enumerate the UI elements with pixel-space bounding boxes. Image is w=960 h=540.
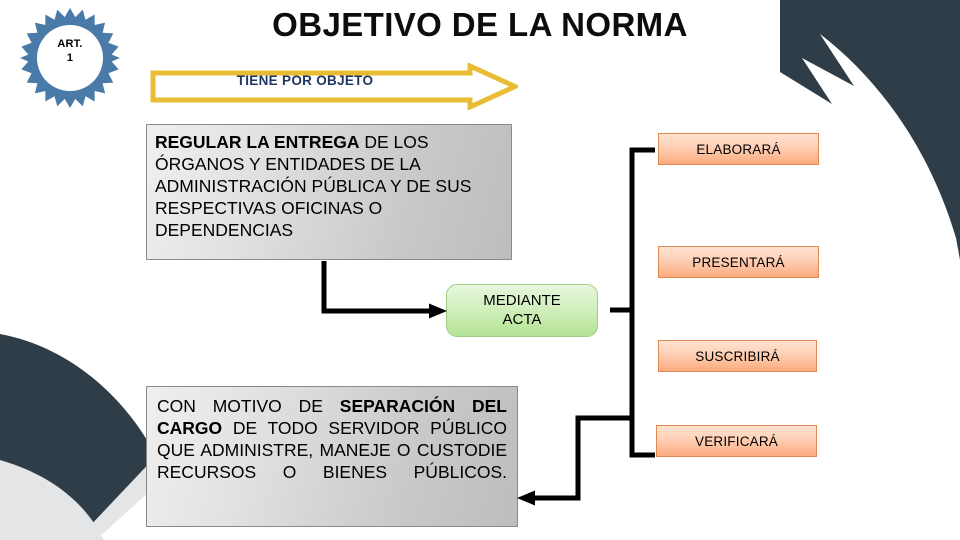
starburst-icon [20, 8, 120, 108]
action-label-elaborara: ELABORARÁ [696, 141, 781, 157]
bracket-spine [629, 147, 655, 458]
separation-text-box: CON MOTIVO DE SEPARACIÓN DEL CARGO DE TO… [146, 386, 518, 527]
connector-bracket-to-separacion [528, 415, 632, 501]
action-box-verificara: VERIFICARÁ [656, 425, 817, 457]
acta-box: MEDIANTE ACTA [446, 284, 598, 337]
starburst-label: ART. 1 [14, 38, 126, 66]
starburst-label-line2: 1 [66, 51, 74, 64]
action-label-suscribira: SUSCRIBIRÁ [695, 348, 780, 364]
action-box-presentara: PRESENTARÁ [658, 246, 819, 278]
acta-line1: MEDIANTE [483, 292, 561, 310]
separation-part1: CON MOTIVO DE [157, 396, 340, 416]
arrow-banner-label: TIENE POR OBJETO [236, 73, 374, 88]
arrowhead-separacion [517, 490, 535, 506]
objective-lead-text: REGULAR LA ENTREGA [155, 132, 360, 152]
page-title: OBJETIVO DE LA NORMA [272, 6, 688, 43]
arrow-banner [150, 63, 518, 110]
separation-bold: SEPARACIÓN DEL CARGO [157, 396, 507, 439]
action-box-elaborara: ELABORARÁ [658, 133, 819, 165]
objective-text-box: REGULAR LA ENTREGA DE LOS ÓRGANOS Y ENTI… [146, 124, 512, 260]
action-label-presentara: PRESENTARÁ [692, 254, 785, 270]
connector-objeto-to-acta [321, 261, 437, 314]
separation-part2: DE TODO SERVIDOR PÚBLICO QUE ADMINISTRE,… [157, 418, 507, 483]
starburst-label-line1: ART. [57, 38, 83, 50]
acta-line2: ACTA [502, 310, 542, 328]
arrowhead-acta [429, 303, 447, 319]
objective-rest-text: DE LOS ÓRGANOS Y ENTIDADES DE LA ADMINIS… [155, 132, 472, 241]
action-label-verificara: VERIFICARÁ [694, 433, 778, 449]
action-box-suscribira: SUSCRIBIRÁ [658, 340, 817, 372]
